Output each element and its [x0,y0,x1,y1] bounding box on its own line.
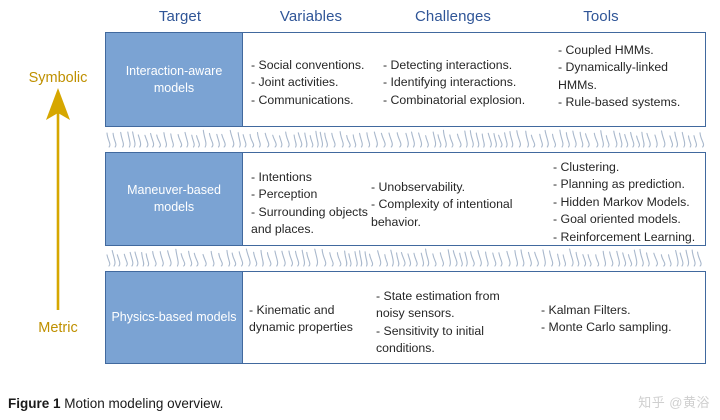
up-arrow-icon [46,88,70,310]
cell-challenges: - Unobservability. - Complexity of inten… [371,180,513,229]
squiggle-separator [105,246,706,271]
cell-challenges: - Detecting interactions. - Identifying … [383,58,526,107]
cell-challenges: - State estimation from noisy sensors. -… [376,289,500,356]
figure-container: Target Variables Challenges Tools Symbol… [10,8,706,364]
caption-text: Motion modeling overview. [64,396,224,411]
axis-label-metric: Metric [38,320,78,336]
row-body: - Social conventions. - Joint activities… [243,33,705,126]
row-body: - Kinematic and dynamic properties - Sta… [243,272,705,363]
row-target-label: Maneuver-based models [106,153,243,245]
row-body: - Intentions - Perception - Surrounding … [243,153,705,245]
cell-variables: - Kinematic and dynamic properties [249,303,353,335]
column-header-tools: Tools [583,8,619,25]
caption-label: Figure 1 [8,396,61,411]
cell-tools: - Kalman Filters. - Monte Carlo sampling… [541,303,672,335]
squiggle-band-icon [106,129,705,148]
cell-variables: - Social conventions. - Joint activities… [251,58,365,107]
row-target-label: Interaction-aware models [106,33,243,126]
table-row: Interaction-aware models - Social conven… [105,32,706,127]
watermark: 知乎 @黄浴 [638,395,710,410]
column-header-challenges: Challenges [414,8,492,25]
cell-variables: - Intentions - Perception - Surrounding … [251,170,368,237]
figure-caption: Figure 1 Motion modeling overview. [8,396,223,411]
squiggle-band-icon [106,248,702,267]
abstraction-axis: Symbolic Metric [10,38,106,348]
column-header-variables: Variables [279,8,343,25]
cell-tools: - Clustering. - Planning as prediction. … [553,160,696,244]
axis-label-symbolic: Symbolic [28,70,88,86]
cell-tools: - Coupled HMMs. - Dynamically-linked HMM… [558,43,681,110]
column-header-target: Target [158,8,202,25]
row-target-label: Physics-based models [106,272,243,363]
table-row: Maneuver-based models - Intentions - Per… [105,152,706,246]
model-rows: Interaction-aware models - Social conven… [105,32,706,364]
table-row: Physics-based models - Kinematic and dyn… [105,271,706,364]
squiggle-separator [105,127,706,152]
